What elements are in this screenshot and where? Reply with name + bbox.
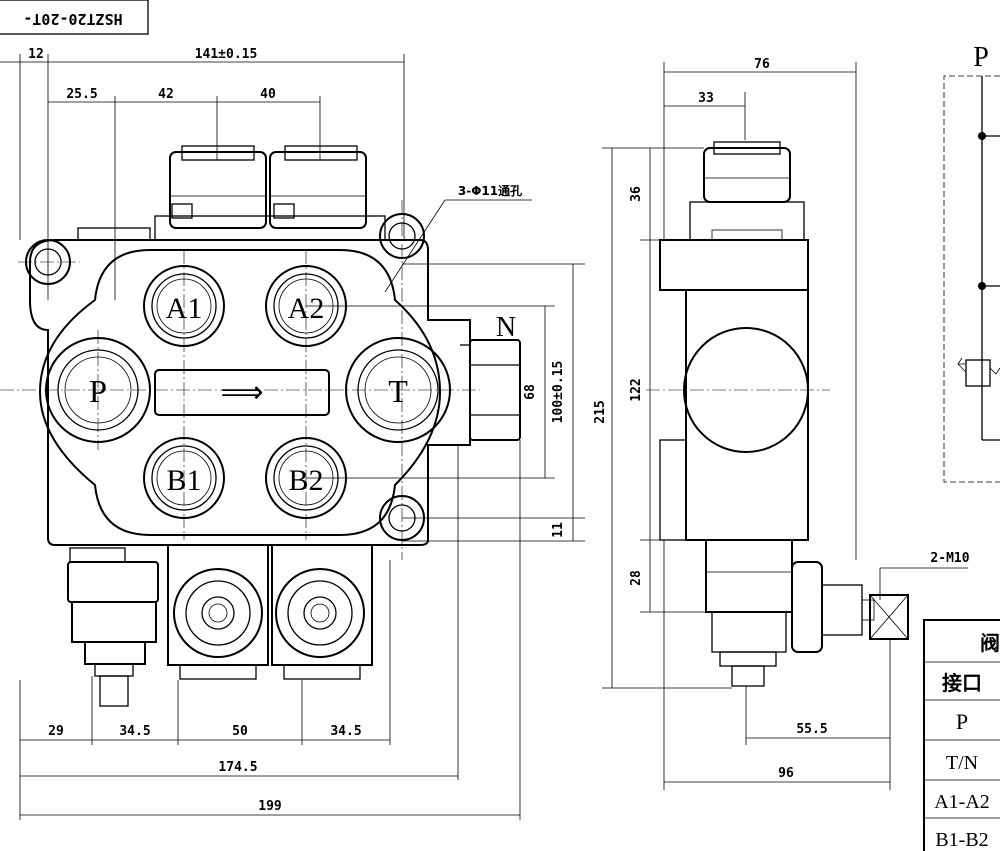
schematic-p-label: P bbox=[973, 42, 989, 73]
front-view: A1 A2 P T B1 B2 ⟹ bbox=[0, 47, 585, 820]
table-header-partial: 阀 bbox=[980, 631, 1000, 655]
dim-36: 36 bbox=[629, 186, 644, 202]
m10-port-section bbox=[869, 594, 909, 640]
relief-valve-symbol bbox=[957, 357, 1000, 387]
dim-50: 50 bbox=[232, 724, 248, 739]
table-row-a1a2: A1-A2 bbox=[934, 791, 990, 813]
side-dimensions: 76 33 215 36 122 28 55.5 96 2-M10 bbox=[593, 57, 970, 790]
dim-33: 33 bbox=[698, 91, 714, 106]
port-t-label: T bbox=[388, 373, 408, 409]
flow-arrow-icon: ⟹ bbox=[220, 375, 263, 410]
port-a1: A1 bbox=[143, 265, 225, 347]
side-view: 76 33 215 36 122 28 55.5 96 2-M10 bbox=[593, 57, 970, 790]
dim-122: 122 bbox=[629, 378, 644, 401]
dim-42: 42 bbox=[158, 87, 174, 102]
relief-valve bbox=[67, 547, 159, 707]
front-dimensions: 12 141±0.15 25.5 42 40 29 34.5 50 34.5 1… bbox=[0, 47, 585, 820]
bottom-spool-caps bbox=[167, 544, 373, 680]
dim-96: 96 bbox=[778, 766, 794, 781]
dim-76: 76 bbox=[754, 57, 770, 72]
dim-215: 215 bbox=[593, 400, 608, 423]
note-holes: 3-Φ11通孔 bbox=[458, 183, 522, 198]
dim-28: 28 bbox=[629, 570, 644, 586]
table-col-header: 接口 bbox=[942, 671, 982, 695]
dim-141: 141±0.15 bbox=[195, 47, 258, 62]
dim-29: 29 bbox=[48, 724, 64, 739]
title-box-text: HSZT20-20T- bbox=[23, 10, 122, 28]
hydraulic-schematic: P bbox=[943, 42, 1000, 483]
table-row-b1b2: B1-B2 bbox=[935, 829, 988, 851]
table-row-tn: T/N bbox=[946, 752, 978, 774]
table-row-p: P bbox=[956, 709, 968, 734]
dim-40: 40 bbox=[260, 87, 276, 102]
dim-34-5a: 34.5 bbox=[119, 724, 150, 739]
flow-arrow-plate: ⟹ bbox=[154, 369, 330, 416]
title-box: HSZT20-20T- bbox=[0, 0, 149, 35]
dim-25-5: 25.5 bbox=[66, 87, 97, 102]
dim-34-5b: 34.5 bbox=[330, 724, 361, 739]
dim-55-5: 55.5 bbox=[796, 722, 827, 737]
dim-11: 11 bbox=[551, 522, 566, 538]
dim-12: 12 bbox=[28, 47, 44, 62]
port-n-label: N bbox=[496, 312, 516, 343]
dim-100: 100±0.15 bbox=[551, 361, 566, 424]
port-table: 阀 接口 P T/N A1-A2 B1-B2 bbox=[923, 619, 1000, 851]
note-m10: 2-M10 bbox=[930, 551, 969, 566]
dim-68: 68 bbox=[523, 384, 538, 400]
dim-199: 199 bbox=[258, 799, 281, 814]
dim-174-5: 174.5 bbox=[218, 760, 257, 775]
